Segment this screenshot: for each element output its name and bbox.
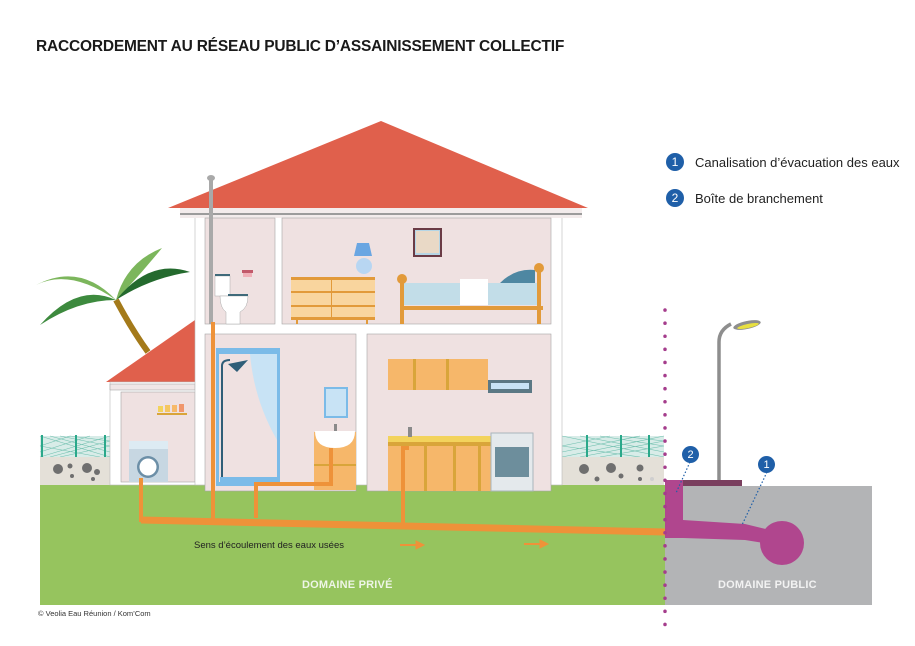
marker-1-badge: 1	[758, 456, 775, 473]
roof	[168, 121, 588, 208]
public-sewer	[665, 480, 804, 565]
zone-label-private: DOMAINE PRIVÉ	[302, 579, 393, 591]
copyright-notice: © Veolia Eau Réunion / Kom’Com	[38, 609, 151, 618]
bathroom-sink	[314, 387, 356, 490]
number-badge: 1	[666, 153, 684, 171]
page-title: RACCORDEMENT AU RÉSEAU PUBLIC D’ASSAINIS…	[36, 38, 565, 55]
legend-label: Canalisation d’évacuation des eaux	[695, 154, 900, 170]
shower	[216, 348, 280, 486]
flow-arrows	[400, 539, 550, 550]
ground-private	[40, 485, 665, 605]
connection-box	[665, 480, 683, 538]
legend-item-box: 2 Boîte de branchement	[666, 188, 900, 208]
legend-label: Boîte de branchement	[695, 190, 823, 206]
vent-pipe	[209, 178, 213, 324]
fence-right	[561, 435, 665, 485]
private-drain-pipes	[139, 322, 666, 536]
flow-direction-label: Sens d’écoulement des eaux usées	[194, 540, 344, 551]
bed	[397, 263, 544, 324]
wall-picture	[413, 228, 442, 257]
legend: 1 Canalisation d’évacuation des eaux 2 B…	[666, 152, 900, 224]
roof-lace-trim	[180, 213, 582, 215]
lamp	[354, 243, 372, 274]
legend-item-pipe: 1 Canalisation d’évacuation des eaux	[666, 152, 900, 172]
zone-label-public: DOMAINE PUBLIC	[718, 579, 817, 591]
dresser	[291, 277, 375, 324]
street-lamp	[680, 320, 761, 486]
palm-tree	[36, 248, 190, 354]
oven	[490, 432, 534, 492]
marker-2-leader	[675, 461, 691, 494]
kitchen-cabinets	[388, 359, 532, 491]
number-badge: 2	[666, 189, 684, 207]
fence-left	[39, 435, 111, 485]
annex-laundry	[106, 320, 206, 486]
marker-1-leader	[741, 471, 768, 526]
public-main-sewer	[760, 521, 804, 565]
toilet	[214, 270, 253, 325]
marker-2-badge: 2	[682, 446, 699, 463]
